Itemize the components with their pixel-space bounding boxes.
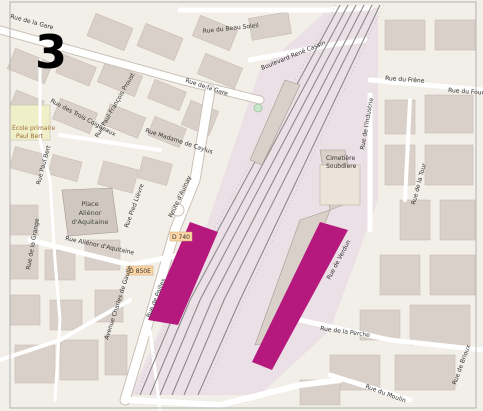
- highlighted-zones: [148, 222, 348, 370]
- roundabout: [171, 203, 185, 217]
- highlight-zone-west[interactable]: [148, 222, 218, 325]
- cemetery-zone: [319, 164, 361, 206]
- place-alienor-block: [61, 187, 119, 237]
- place-label-line3: d'Aquitaine: [72, 218, 109, 226]
- road-network: [0, 5, 483, 411]
- cemetery-label-line2: Soubdiere: [326, 163, 357, 170]
- school-label-line2: Paul Bert: [16, 133, 44, 140]
- place-label-line1: Place: [81, 200, 98, 208]
- route-d850e-label: D 850E: [129, 268, 151, 275]
- railway-area: [130, 8, 378, 395]
- street-rue-du-frene: Rue du Frêne: [385, 75, 425, 85]
- cemetery-label-line1: Cimetière: [326, 155, 355, 162]
- map-frame: [9, 1, 477, 409]
- route-d850e-badge: [126, 265, 154, 276]
- green-dot: [253, 103, 263, 113]
- street-rue-du-four: Rue du Four: [448, 87, 483, 97]
- route-d740-badge: [169, 231, 193, 242]
- school-label-line1: École primaire: [12, 124, 55, 132]
- highlight-zone-east[interactable]: [252, 222, 348, 370]
- route-badges: D 740 D 850E: [126, 231, 193, 276]
- route-d740-label: D 740: [172, 234, 190, 241]
- railway-sleepers: [135, 4, 385, 396]
- place-label-line2: Aliénor: [79, 209, 102, 217]
